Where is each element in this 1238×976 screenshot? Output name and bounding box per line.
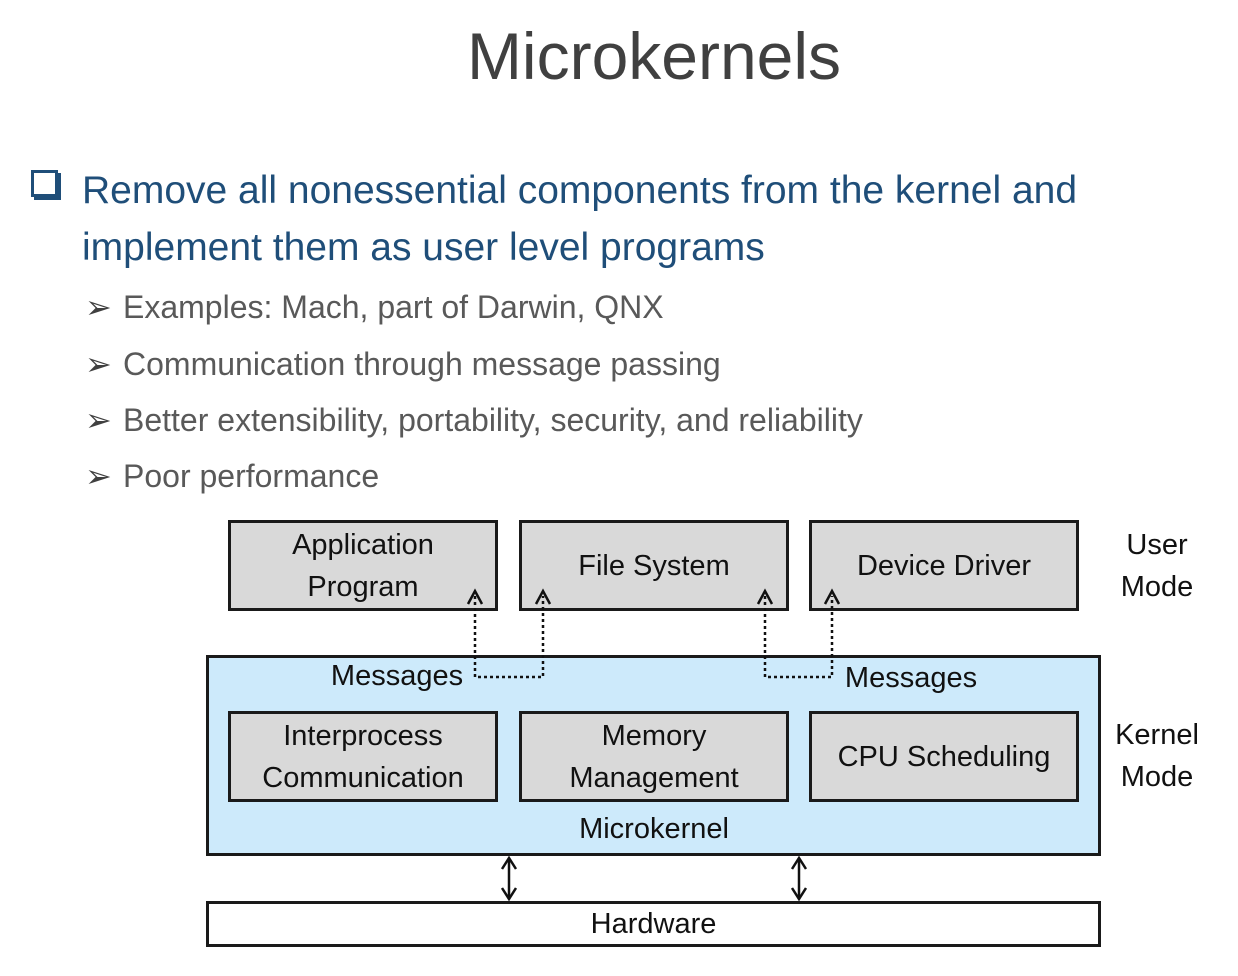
slide-title: Microkernels [466, 19, 842, 93]
sub-bullet: ➢ Better extensibility, portability, secu… [85, 400, 863, 440]
cpu-scheduling-box: CPU Scheduling [809, 711, 1079, 802]
box-label: Communication [262, 761, 464, 794]
mode-label-line: Mode [1120, 571, 1194, 603]
checkbox-bullet-icon [31, 170, 58, 197]
box-label: File System [578, 549, 730, 582]
sub-bullet-text: Better extensibility, portability, secur… [123, 402, 863, 438]
hardware-box: Hardware [206, 901, 1101, 947]
arrow-bullet-icon: ➢ [85, 402, 112, 438]
box-label: Interprocess [283, 719, 443, 752]
arrow-bullet-icon: ➢ [85, 346, 112, 382]
sub-bullet-text: Poor performance [123, 458, 380, 494]
arrow-bullet-icon: ➢ [85, 458, 112, 494]
kernel-mode-label: Kernel Mode [1104, 714, 1210, 798]
sub-bullet: ➢ Examples: Mach, part of Darwin, QNX [85, 287, 664, 327]
box-label: Device Driver [856, 549, 1032, 582]
file-system-box: File System [519, 520, 789, 611]
arrowhead-icon [790, 855, 808, 870]
mode-label-line: User [1126, 529, 1188, 561]
box-label: Program [307, 570, 419, 603]
arrowhead-icon [500, 855, 518, 870]
main-bullet-text: Remove all nonessential components from … [82, 169, 1078, 269]
microkernel-label: Microkernel [579, 813, 729, 845]
arrowhead-icon [500, 887, 518, 902]
sub-bullet-text: Examples: Mach, part of Darwin, QNX [123, 289, 664, 325]
user-mode-label: User Mode [1110, 524, 1204, 608]
mode-label-line: Mode [1120, 761, 1194, 793]
sub-bullet: ➢ Communication through message passing [85, 344, 721, 384]
box-label: Management [569, 761, 739, 794]
sub-bullet-text: Communication through message passing [123, 346, 721, 382]
box-label: Application [292, 528, 434, 561]
box-label: CPU Scheduling [837, 740, 1051, 773]
arrowhead-icon [790, 887, 808, 902]
mode-label-line: Kernel [1115, 719, 1199, 751]
messages-label-left: Messages [330, 660, 464, 692]
arrow-bullet-icon: ➢ [85, 289, 112, 325]
messages-label-right: Messages [844, 662, 978, 694]
device-driver-box: Device Driver [809, 520, 1079, 611]
box-label: Memory [601, 719, 707, 752]
sub-bullet: ➢ Poor performance [85, 456, 379, 496]
